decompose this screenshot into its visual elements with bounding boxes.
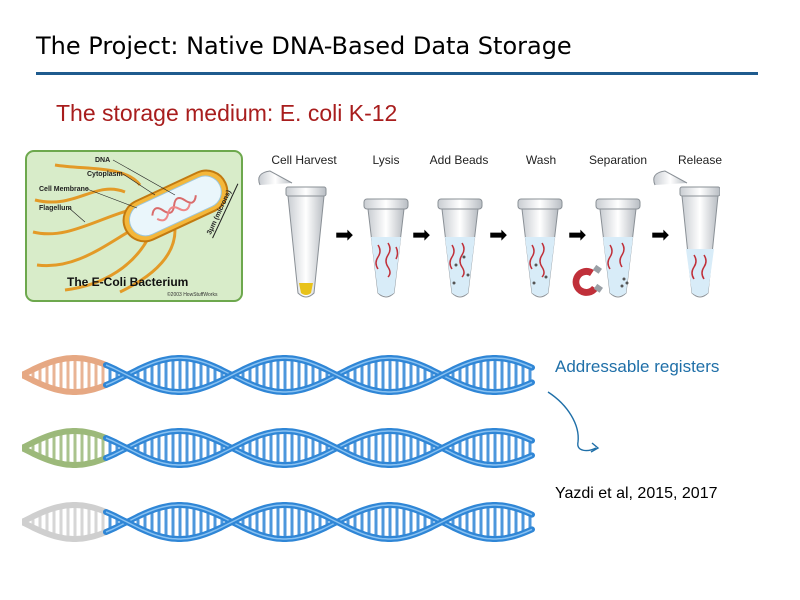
illustration-title: The E-Coli Bacterium — [67, 275, 188, 289]
tube-separation — [595, 198, 641, 298]
ecoli-diagram-svg: DNA Cytoplasm Cell Membrane Flagellum 3μ… — [25, 150, 243, 302]
label-flagellum: Flagellum — [39, 205, 72, 212]
tube-add-beads — [437, 198, 483, 298]
label-cell-membrane: Cell Membrane — [39, 186, 89, 193]
dna-register — [19, 355, 535, 395]
step-wash: Wash — [525, 153, 557, 167]
illustration-copyright: ©2003 HowStuffWorks — [167, 291, 218, 298]
arrow-right-icon: ➡ — [489, 222, 508, 247]
arrow-right-icon: ➡ — [335, 222, 354, 247]
flagella — [32, 163, 177, 294]
arrow-right-icon: ➡ — [568, 222, 587, 247]
title-divider — [36, 72, 758, 75]
extraction-process — [250, 165, 721, 315]
tube-lysis — [363, 198, 409, 298]
slide-title: The Project: Native DNA-Based Data Stora… — [36, 32, 572, 60]
cell-body — [122, 169, 229, 243]
tube-wash — [517, 198, 563, 298]
arrow-right-icon: ➡ — [412, 222, 431, 247]
process-svg — [258, 170, 721, 298]
dna-register — [19, 428, 535, 468]
step-add-beads: Add Beads — [429, 153, 489, 167]
step-lysis: Lysis — [372, 153, 400, 167]
label-dna: DNA — [95, 157, 110, 164]
dna-helices-svg — [19, 355, 535, 542]
slide-subtitle: The storage medium: E. coli K-12 — [56, 100, 398, 126]
step-cell-harvest: Cell Harvest — [271, 153, 337, 167]
label-cytoplasm: Cytoplasm — [87, 171, 123, 178]
step-separation: Separation — [588, 153, 648, 167]
dna-registers — [19, 350, 542, 565]
citation: Yazdi et al, 2015, 2017 — [555, 485, 718, 502]
addressable-registers-label: Addressable registers — [555, 357, 720, 376]
magnet-icon — [572, 264, 603, 296]
ecoli-illustration: DNA Cytoplasm Cell Membrane Flagellum 3μ… — [25, 150, 243, 302]
dna-register — [19, 502, 535, 542]
arrow-right-icon: ➡ — [651, 222, 670, 247]
label-leaders — [68, 159, 176, 223]
curved-arrow-icon — [547, 391, 600, 453]
step-release: Release — [677, 153, 723, 167]
tube-release — [653, 170, 721, 298]
illustration-labels: DNA Cytoplasm Cell Membrane Flagellum — [39, 157, 123, 212]
tube-cell-harvest — [258, 170, 327, 298]
